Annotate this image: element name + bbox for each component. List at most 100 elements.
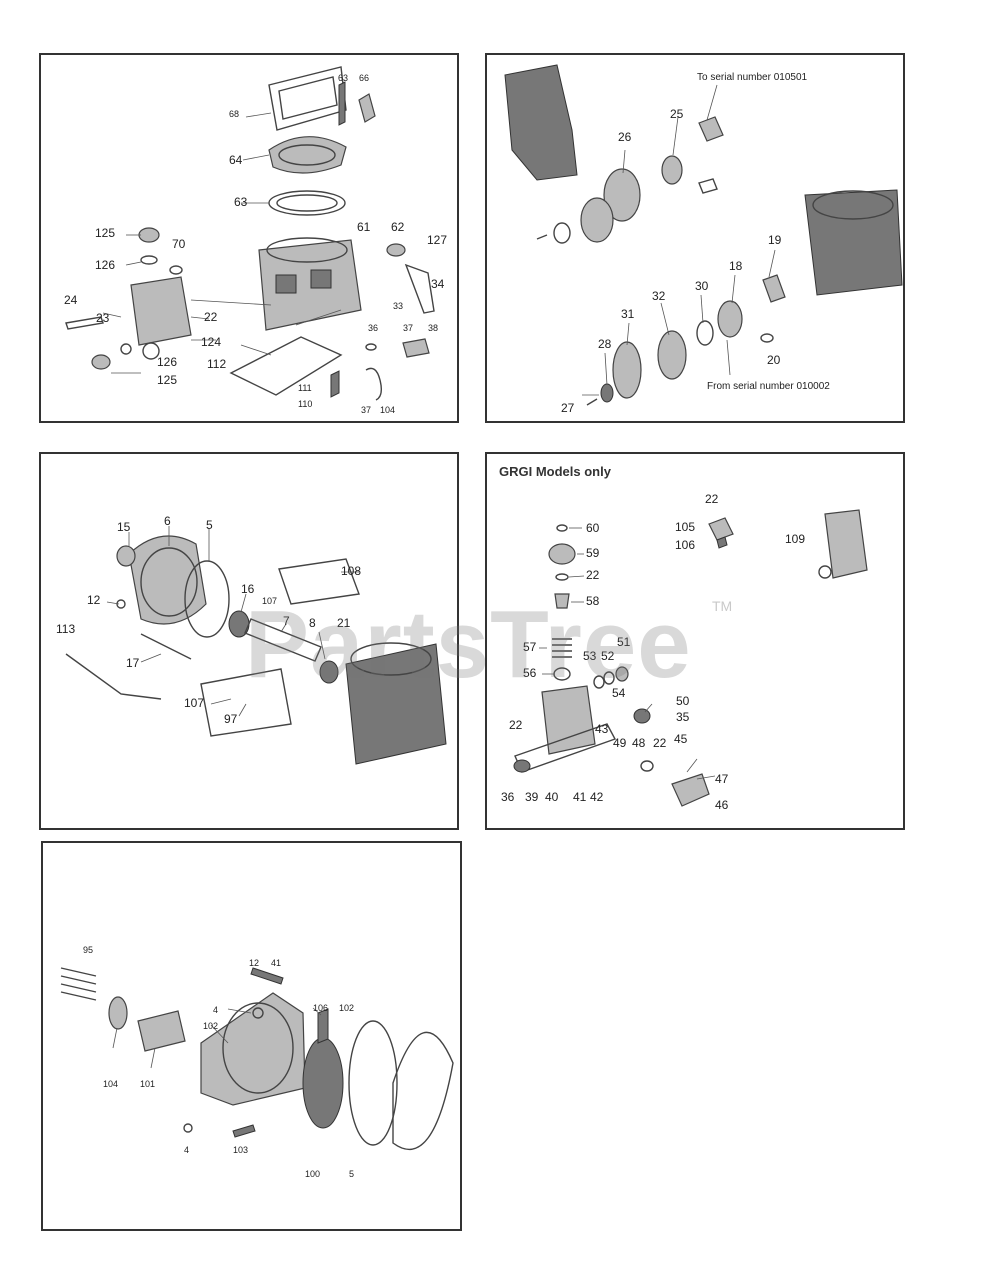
callout-36: 36 <box>368 323 379 333</box>
callout-126-top: 126 <box>95 258 116 272</box>
callout-5: 5 <box>349 1169 355 1179</box>
callout-45: 45 <box>674 732 688 746</box>
callout-30: 30 <box>695 279 709 293</box>
callout-48: 48 <box>632 736 646 750</box>
note-to-serial: To serial number 010501 <box>697 72 808 83</box>
callout-68: 68 <box>229 109 240 119</box>
callout-39: 39 <box>525 790 539 804</box>
callout-8: 8 <box>309 616 316 630</box>
callout-108: 108 <box>341 564 362 578</box>
callout-56: 56 <box>523 666 537 680</box>
callout-106: 106 <box>675 538 696 552</box>
callout-104: 104 <box>103 1079 119 1089</box>
callout-49: 49 <box>613 736 627 750</box>
diagram-panel-drive-assembly: 95 12 41 4 102 106 102 104 101 4 103 100… <box>41 841 462 1231</box>
diagram-panel-pump-gear-assembly: To serial number 010501 From serial numb… <box>485 53 905 423</box>
callout-4-top: 4 <box>213 1005 219 1015</box>
callout-37-bottom: 37 <box>361 405 372 415</box>
diagram-panel-crankcase-assembly: 15 6 5 108 12 16 107 7 8 21 113 17 107 9… <box>39 452 459 830</box>
callout-24: 24 <box>64 293 78 307</box>
callout-127: 127 <box>427 233 448 247</box>
callout-112: 112 <box>207 357 227 371</box>
callout-107-bottom: 107 <box>184 696 205 710</box>
callout-12: 12 <box>249 958 260 968</box>
callout-126-bottom: 126 <box>157 355 178 369</box>
callout-33: 33 <box>393 301 404 311</box>
callout-125-top: 125 <box>95 226 116 240</box>
pump-gear-drawing <box>504 64 903 406</box>
callout-7: 7 <box>283 614 290 628</box>
callout-31: 31 <box>621 307 635 321</box>
callout-125-bottom: 125 <box>157 373 178 387</box>
callout-16: 16 <box>241 582 255 596</box>
callout-70: 70 <box>172 237 186 251</box>
callout-40: 40 <box>545 790 559 804</box>
callout-97: 97 <box>224 712 238 726</box>
callout-18: 18 <box>729 259 743 273</box>
callout-60: 60 <box>586 521 600 535</box>
callout-38: 38 <box>428 323 439 333</box>
callout-107-top: 107 <box>262 596 278 606</box>
callout-47: 47 <box>715 772 729 786</box>
callout-103: 103 <box>233 1145 249 1155</box>
callout-54: 54 <box>612 686 626 700</box>
callout-46: 46 <box>715 798 729 812</box>
callout-63a: 63 <box>338 73 349 83</box>
callout-66: 66 <box>359 73 370 83</box>
callout-104: 104 <box>380 405 396 415</box>
callout-37: 37 <box>403 323 414 333</box>
callout-4-bottom: 4 <box>184 1145 190 1155</box>
callout-42: 42 <box>590 790 604 804</box>
callout-124: 124 <box>201 335 222 349</box>
trademark-symbol: TM <box>712 598 733 614</box>
note-from-serial: From serial number 010002 <box>707 381 830 392</box>
callout-52: 52 <box>601 649 615 663</box>
callout-64: 64 <box>229 153 243 167</box>
callout-32: 32 <box>652 289 666 303</box>
callout-22: 22 <box>204 310 218 324</box>
callout-22-right: 22 <box>653 736 667 750</box>
callout-53: 53 <box>583 649 597 663</box>
diagram-panel-unloader-assembly: GRGI Models only 22 60 105 106 109 59 22… <box>485 452 905 830</box>
callout-26: 26 <box>618 130 632 144</box>
callout-43: 43 <box>595 722 609 736</box>
callout-5: 5 <box>206 518 213 532</box>
callout-95: 95 <box>83 945 94 955</box>
callout-111: 111 <box>298 383 312 393</box>
callout-22-b: 22 <box>586 568 600 582</box>
callout-100: 100 <box>305 1169 321 1179</box>
callout-28: 28 <box>598 337 612 351</box>
callout-35: 35 <box>676 710 690 724</box>
callout-105: 105 <box>675 520 696 534</box>
diagram-panel-head-assembly: 68 63 66 64 63 125 70 61 62 127 126 24 2… <box>39 53 459 423</box>
callout-110: 110 <box>298 399 313 409</box>
partstree-watermark: PartsTree <box>245 591 692 698</box>
callout-50: 50 <box>676 694 690 708</box>
callout-21: 21 <box>337 616 351 630</box>
callout-102-right: 102 <box>339 1003 355 1013</box>
callout-59: 59 <box>586 546 600 560</box>
callout-34: 34 <box>431 277 445 291</box>
callout-61: 61 <box>357 220 371 234</box>
callout-102-left: 102 <box>203 1021 219 1031</box>
callout-22-top: 22 <box>705 492 719 506</box>
callout-23: 23 <box>96 311 110 325</box>
callout-12: 12 <box>87 593 101 607</box>
callout-106: 106 <box>313 1003 329 1013</box>
callout-41: 41 <box>573 790 587 804</box>
head-assembly-drawing <box>65 66 435 401</box>
callout-58: 58 <box>586 594 600 608</box>
callout-17: 17 <box>126 656 140 670</box>
callout-6: 6 <box>164 514 171 528</box>
callout-109: 109 <box>785 532 806 546</box>
callout-20: 20 <box>767 353 781 367</box>
callout-63: 63 <box>234 195 248 209</box>
callout-19: 19 <box>768 233 782 247</box>
callout-27: 27 <box>561 401 575 415</box>
callout-51: 51 <box>617 635 631 649</box>
callout-57: 57 <box>523 640 537 654</box>
callout-41: 41 <box>271 958 282 968</box>
callout-101: 101 <box>140 1079 156 1089</box>
panel-title-grgi: GRGI Models only <box>499 464 611 479</box>
callout-25: 25 <box>670 107 684 121</box>
